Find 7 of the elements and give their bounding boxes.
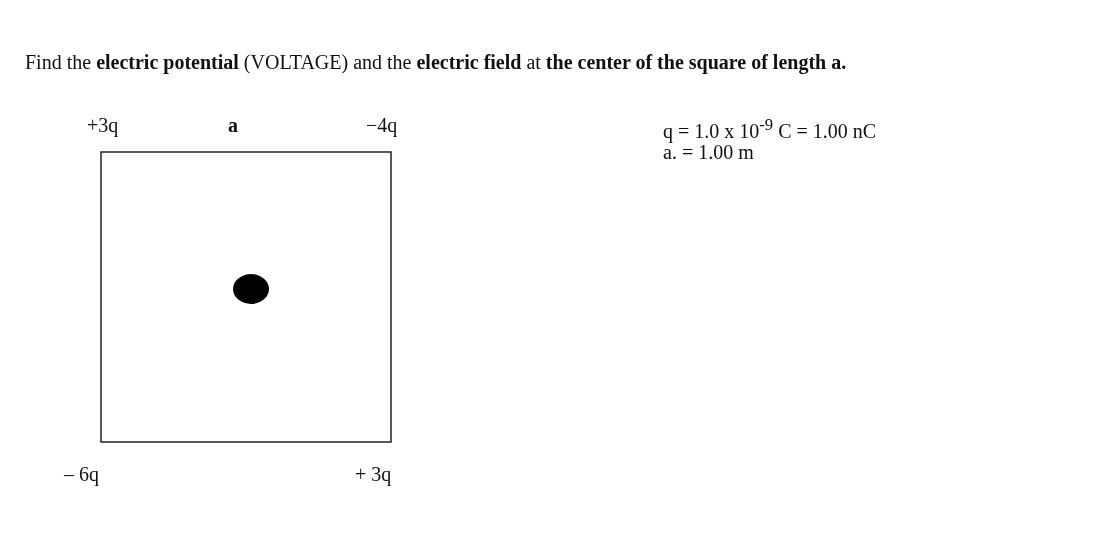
charge-label: −4q xyxy=(366,113,398,137)
problem-statement: Find the electric potential (VOLTAGE) and the electric field at the center of the square of length a. xyxy=(25,50,847,74)
charge-label: – 6q xyxy=(64,462,99,486)
charge-label: +3q xyxy=(87,113,119,137)
side-length-label: a xyxy=(228,113,238,137)
given-value: q = 1.0 x 10$^{-9}$ C = 1.00 nC xyxy=(663,114,877,143)
charge-label: + 3q xyxy=(355,462,392,486)
